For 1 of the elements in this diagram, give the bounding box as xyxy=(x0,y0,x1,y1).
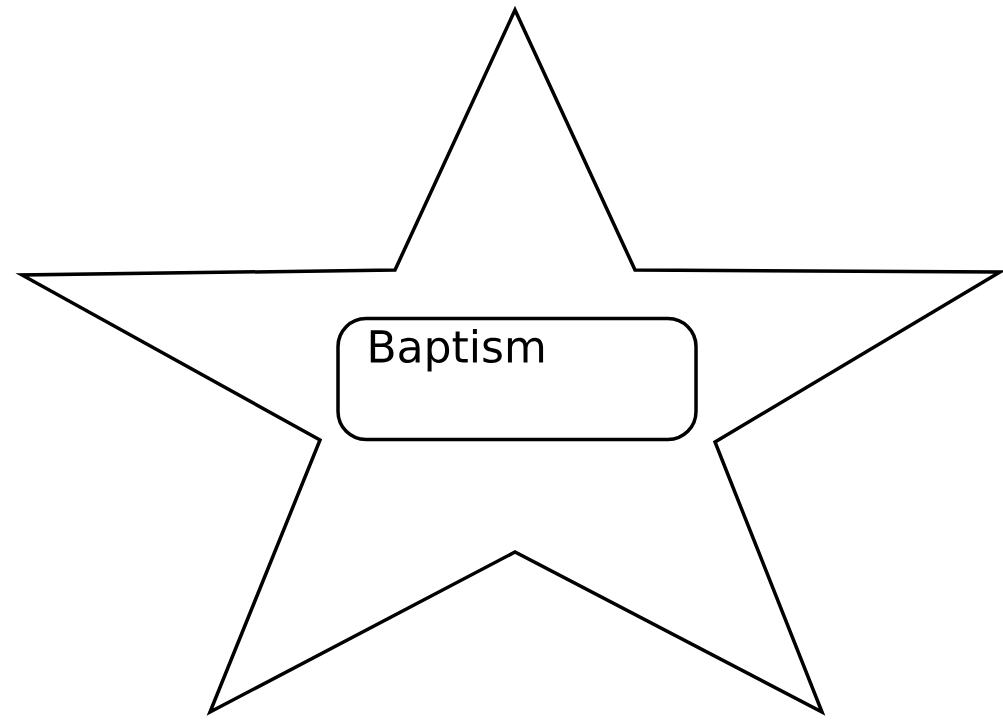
rounded-box: Baptism xyxy=(336,316,698,442)
